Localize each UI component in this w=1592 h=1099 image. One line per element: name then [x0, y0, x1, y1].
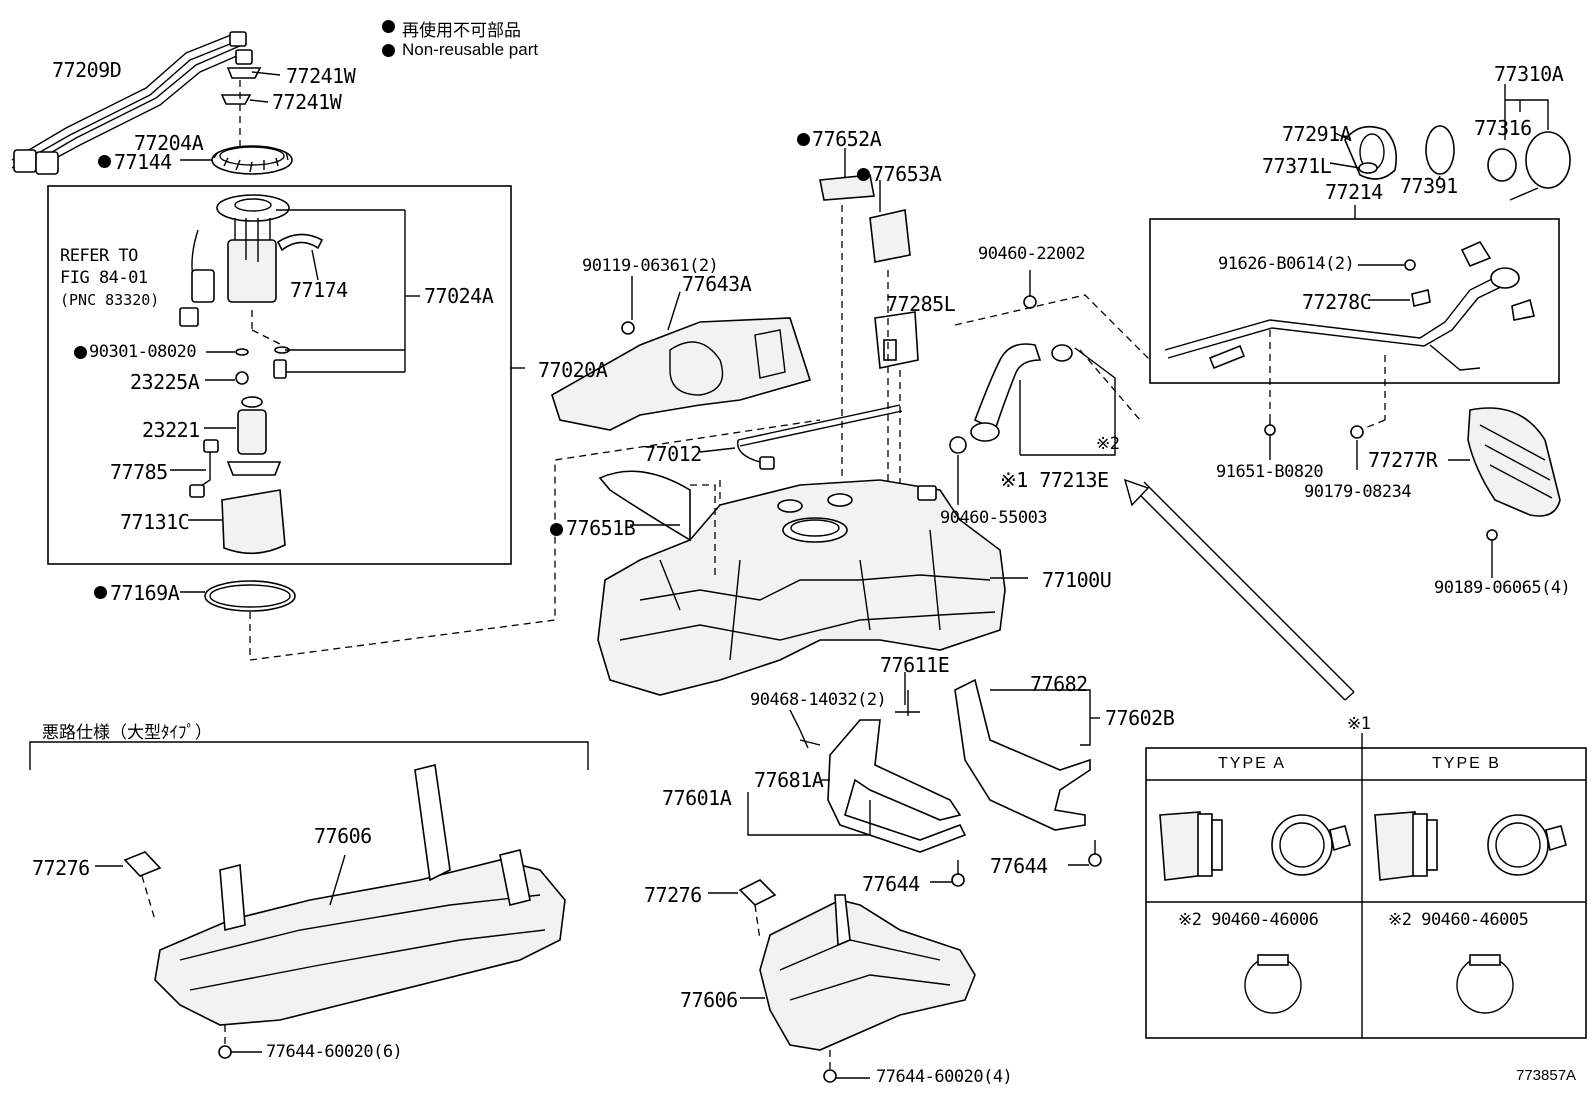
- filler-hose: [949, 270, 1151, 505]
- tank-pads: [819, 148, 919, 520]
- refer-note-line3: (PNC 83320): [60, 291, 160, 309]
- part-label: 77100U: [1042, 568, 1112, 592]
- refer-note-line2: FIG 84-01: [60, 268, 148, 288]
- non-reusable-dot-icon: [98, 155, 111, 168]
- part-label: ※1 77213E: [1000, 468, 1109, 492]
- part-label: 77204A: [134, 131, 204, 155]
- non-reusable-dot-icon: [550, 523, 563, 536]
- refer-note-line1: REFER TO: [60, 246, 138, 266]
- skid-plate-small: [708, 879, 976, 1083]
- part-label: 77682: [1030, 672, 1088, 696]
- protector-plate: [551, 276, 812, 431]
- part-label: 77174: [290, 278, 348, 302]
- non-reusable-dot-icon: [797, 133, 810, 146]
- fuel-pump-module: [179, 194, 420, 385]
- pump-assembly-box: [47, 185, 512, 565]
- figure-id: 773857A: [1516, 1067, 1577, 1084]
- non-reusable-dot-icon: [382, 44, 395, 57]
- part-label: 77144: [114, 150, 172, 174]
- part-label: 77644-60020(4): [876, 1067, 1013, 1087]
- part-label: 77391: [1400, 174, 1458, 198]
- type-a-header: TYPE A: [1218, 755, 1287, 772]
- non-reusable-dot-icon: [857, 168, 870, 181]
- part-label: 77012: [644, 442, 702, 466]
- part-label: 77277R: [1368, 448, 1438, 472]
- part-label: 77644: [990, 854, 1048, 878]
- part-label: 77276: [644, 883, 702, 907]
- part-label: 77285L: [886, 292, 956, 316]
- part-label: 90460-55003: [940, 508, 1048, 528]
- part-label: 77606: [314, 824, 372, 848]
- mark-2: ※2: [1096, 434, 1120, 454]
- legend-japanese: 再使用不可部品: [402, 21, 521, 41]
- fuel-pump: [170, 396, 282, 498]
- part-label: 77602B: [1105, 706, 1175, 730]
- part-label: 90301-08020: [89, 342, 197, 362]
- tank-band-pad: [598, 470, 716, 580]
- legend-english: Non-reusable part: [402, 40, 539, 59]
- part-label: 77214: [1325, 180, 1383, 204]
- part-label: 77601A: [662, 786, 732, 810]
- part-label: 90179-08234: [1304, 482, 1412, 502]
- tank-straps: [747, 672, 1102, 887]
- part-label: 77131C: [120, 510, 190, 534]
- fuel-filter-case: [188, 489, 286, 555]
- variant-label: 悪路仕様（大型ﾀｲﾌﾟ）: [42, 723, 212, 743]
- part-label: 90189-06065(4): [1434, 578, 1571, 598]
- non-reusable-dot-icon: [74, 346, 87, 359]
- filler-pipe: [1164, 240, 1535, 470]
- part-label: 90460-22002: [978, 244, 1086, 264]
- part-label: 77652A: [812, 127, 882, 151]
- part-label: 77644: [862, 872, 920, 896]
- reference-arrow: [1123, 478, 1363, 748]
- non-reusable-dot-icon: [94, 586, 107, 599]
- part-label: 77278C: [1302, 290, 1372, 314]
- retainer-clips: [220, 67, 281, 150]
- fuel-tank: [597, 479, 1028, 696]
- part-label: 90468-14032(2): [750, 690, 887, 710]
- mark-1: ※1: [1347, 714, 1371, 734]
- part-label: 77241W: [272, 90, 342, 114]
- part-label: 23221: [142, 418, 200, 442]
- clamp-a-label: ※2 90460-46006: [1178, 910, 1319, 930]
- part-label: 77024A: [424, 284, 494, 308]
- part-label: 77371L: [1262, 154, 1332, 178]
- part-label: 23225A: [130, 370, 200, 394]
- part-label: 77643A: [682, 272, 752, 296]
- part-label: 77681A: [754, 768, 824, 792]
- part-label: 77611E: [880, 653, 950, 677]
- part-label: 77169A: [110, 581, 180, 605]
- part-label: 77209D: [52, 58, 122, 82]
- part-label: 77606: [680, 988, 738, 1012]
- non-reusable-dot-icon: [382, 20, 395, 33]
- skid-plate-large-variant: [29, 741, 589, 1059]
- fuel-cap-parts: [1329, 84, 1571, 201]
- part-label: 77020A: [538, 358, 608, 382]
- lock-ring: [180, 145, 293, 175]
- tank-gasket: [180, 419, 821, 661]
- part-label: 77241W: [286, 64, 356, 88]
- part-label: 77653A: [872, 162, 942, 186]
- part-label: 90119-06361(2): [582, 256, 719, 276]
- part-label: 77276: [32, 856, 90, 880]
- type-b-header: TYPE B: [1432, 755, 1501, 772]
- part-label: 77644-60020(6): [266, 1042, 403, 1062]
- part-label: 91626-B0614(2): [1218, 254, 1355, 274]
- part-label: 77310A: [1494, 62, 1564, 86]
- part-label: 77291A: [1282, 122, 1352, 146]
- part-label: 77651B: [566, 516, 636, 540]
- part-label: 77316: [1474, 116, 1532, 140]
- filler-protector: [1448, 407, 1561, 578]
- part-label: 91651-B0820: [1216, 462, 1324, 482]
- part-label: 77785: [110, 460, 168, 484]
- fuel-line-tubes: [11, 31, 253, 175]
- type-table: [1145, 747, 1587, 1039]
- clamp-b-label: ※2 90460-46005: [1388, 910, 1529, 930]
